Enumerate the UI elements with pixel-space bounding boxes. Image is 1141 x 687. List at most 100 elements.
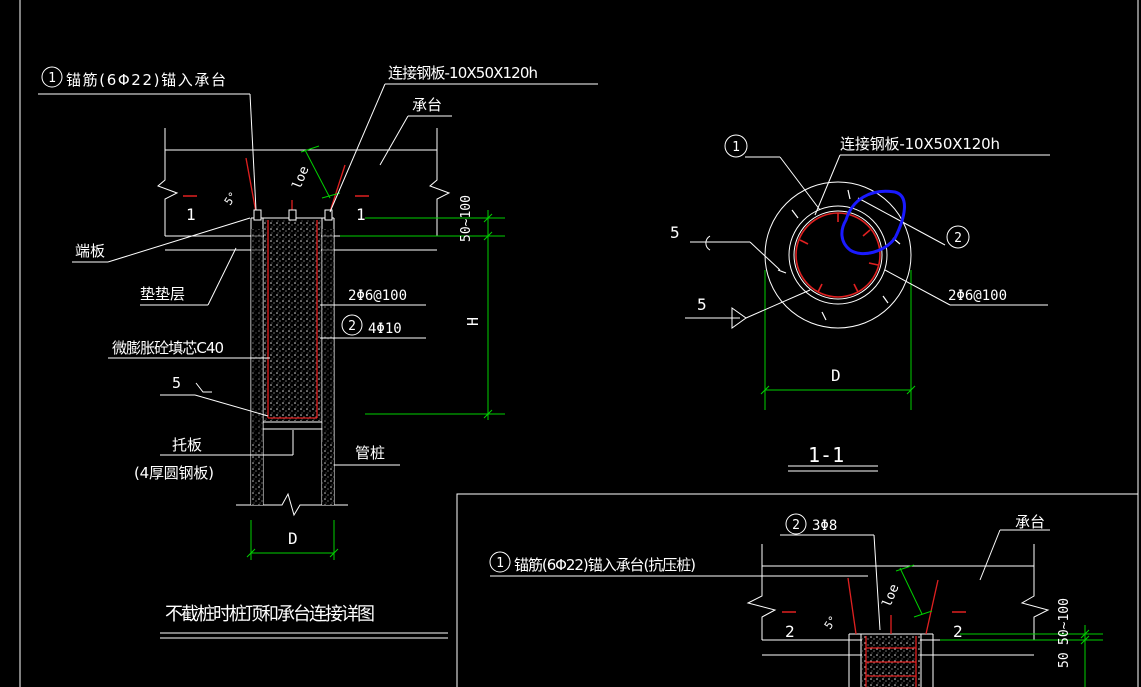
dim-diameter-text: D xyxy=(288,529,298,548)
section-mark-right: 1 xyxy=(356,205,366,224)
weld-plate-left xyxy=(253,209,262,221)
lower-bar-callout-circle xyxy=(785,513,807,535)
plate-label: 连接钢板-10X50X120h xyxy=(388,64,538,82)
dim-tick-2 xyxy=(483,231,493,241)
weld-num: 5 xyxy=(172,374,181,392)
sec-rebar-callout-circle xyxy=(724,134,748,158)
lower-anchor-left xyxy=(847,577,857,635)
lower-cap-top-edge xyxy=(761,544,1035,567)
bar-callout-circle xyxy=(341,314,363,336)
leader-cap xyxy=(379,115,409,166)
lower-dim-embed-text: 50~100 xyxy=(1057,598,1072,645)
cap-break-left xyxy=(157,150,179,236)
sec-rebar-tick-5 xyxy=(817,283,823,293)
lower-cap-break-right xyxy=(1020,566,1050,640)
weld-symbol-triangle xyxy=(731,307,747,329)
left-detail-title: 不截桩时桩顶和承台连接详图 xyxy=(165,604,375,625)
sec-bar-num: 2 xyxy=(954,231,962,246)
rebar-callout-circle xyxy=(41,66,63,88)
sec-leader-weld-bottom xyxy=(745,289,811,319)
sec-weld-num-top: 5 xyxy=(670,223,680,242)
bottom-plate-label: 托板 xyxy=(172,436,202,454)
bar-callout-num: 2 xyxy=(348,319,356,334)
dim-angle-text: 5° xyxy=(222,189,240,207)
bar-label: 4Φ10 xyxy=(368,321,402,337)
lower-section-mark-right: 2 xyxy=(953,622,963,641)
lower-dim-anchor-tick-1 xyxy=(895,564,915,572)
lower-rebar-label: 锚筋(6Φ22)锚入承台(抗压桩) xyxy=(514,556,696,574)
lower-rebar-callout-circle xyxy=(489,551,511,573)
sec-leader-rebar xyxy=(779,156,821,211)
fill-boundary-circle xyxy=(788,205,888,305)
sec-leader-plate xyxy=(814,154,841,216)
cap-break-right xyxy=(429,150,451,236)
lower-dim-angle-text: 5° xyxy=(822,613,840,631)
pile-break-bottom xyxy=(236,492,348,517)
sec-rebar-tick-6 xyxy=(799,239,809,245)
sec-plate-label: 连接钢板-10X50X120h xyxy=(840,135,1000,153)
sec-leader-stirrup xyxy=(884,269,951,306)
leader-plate xyxy=(329,83,386,213)
lower-dimensions xyxy=(895,564,1103,687)
lower-dim-anchor-line xyxy=(899,567,923,615)
dim-d-tick-right xyxy=(329,548,339,558)
lower-leader-bar xyxy=(873,534,881,631)
lower-dim-embed2-text: 50 xyxy=(1057,652,1072,668)
sec-plate-4 xyxy=(882,295,889,304)
dim-embed-text: 50~100 xyxy=(459,195,474,242)
dim-tick-3 xyxy=(483,409,493,419)
bottom-plate-note: (4厚圆钢板) xyxy=(134,464,214,482)
sec-plate-5 xyxy=(821,311,827,321)
sec-weld-num-bottom: 5 xyxy=(697,295,707,314)
weld-plate-mid xyxy=(288,209,297,221)
pile-outer-circle xyxy=(764,181,912,329)
lower-dim-tick-1 xyxy=(1080,629,1090,639)
lower-dim-tick-2 xyxy=(1080,635,1090,645)
lower-dim-anchor-text: loe xyxy=(880,582,903,610)
lower-cap-break-left xyxy=(746,566,777,640)
rebar-anchor-label: 锚筋(6Φ22)锚入承台 xyxy=(66,71,226,89)
dim-tick-1 xyxy=(483,213,493,223)
lower-cap-label: 承台 xyxy=(1015,513,1045,531)
cap-label: 承台 xyxy=(412,96,442,114)
dim-anchor-line xyxy=(304,149,331,199)
lower-rebar-num: 1 xyxy=(496,556,504,571)
concrete-fill-hatch xyxy=(264,220,321,421)
dim-anchor-text: loe xyxy=(290,164,313,192)
weld-symbol-arc xyxy=(705,235,711,251)
sec-plate-2 xyxy=(847,189,851,200)
lower-dim-anchor-tick-2 xyxy=(913,610,933,618)
sec-dim-tick-right xyxy=(906,385,916,395)
sec-title: 1-1 xyxy=(808,443,844,467)
left-dimensions xyxy=(246,145,505,560)
sec-leader-weld-top xyxy=(749,241,781,271)
pile-inner-circle xyxy=(793,210,883,300)
sec-rebar-num: 1 xyxy=(732,140,740,155)
fill-label: 微膨胀砼填芯C40 xyxy=(112,339,224,357)
lower-frame xyxy=(456,493,1138,687)
markup-highlight-ellipse xyxy=(840,189,906,255)
lower-bar-num: 2 xyxy=(792,518,800,533)
sec-rebar-tick-4 xyxy=(853,283,859,293)
weld-plate-right xyxy=(324,209,333,221)
pile-wall-hatch-low-right xyxy=(322,440,334,505)
sec-rebar-tick-2 xyxy=(862,229,871,237)
sec-bar-callout-circle xyxy=(946,225,970,249)
lower-bar-label: 3Φ8 xyxy=(812,518,837,534)
sec-dim-tick-left xyxy=(760,385,770,395)
section-mark-left: 1 xyxy=(186,205,196,224)
pile-wall-hatch-left xyxy=(251,229,263,505)
anchor-bar-left xyxy=(245,157,258,219)
sec-plate-6 xyxy=(777,269,787,274)
dim-d-tick-left xyxy=(246,548,256,558)
lower-leader-cap xyxy=(979,529,1001,581)
left-leaders xyxy=(38,83,598,639)
dim-height-text: H xyxy=(464,317,482,326)
weld-symbol xyxy=(195,382,212,393)
bottom-support-plate xyxy=(262,421,323,430)
weld-plates xyxy=(253,209,333,221)
end-plate-label: 端板 xyxy=(75,242,105,260)
pile-wall-hatch-low-left xyxy=(251,440,263,505)
cushion-label: 垫垫层 xyxy=(140,285,185,303)
